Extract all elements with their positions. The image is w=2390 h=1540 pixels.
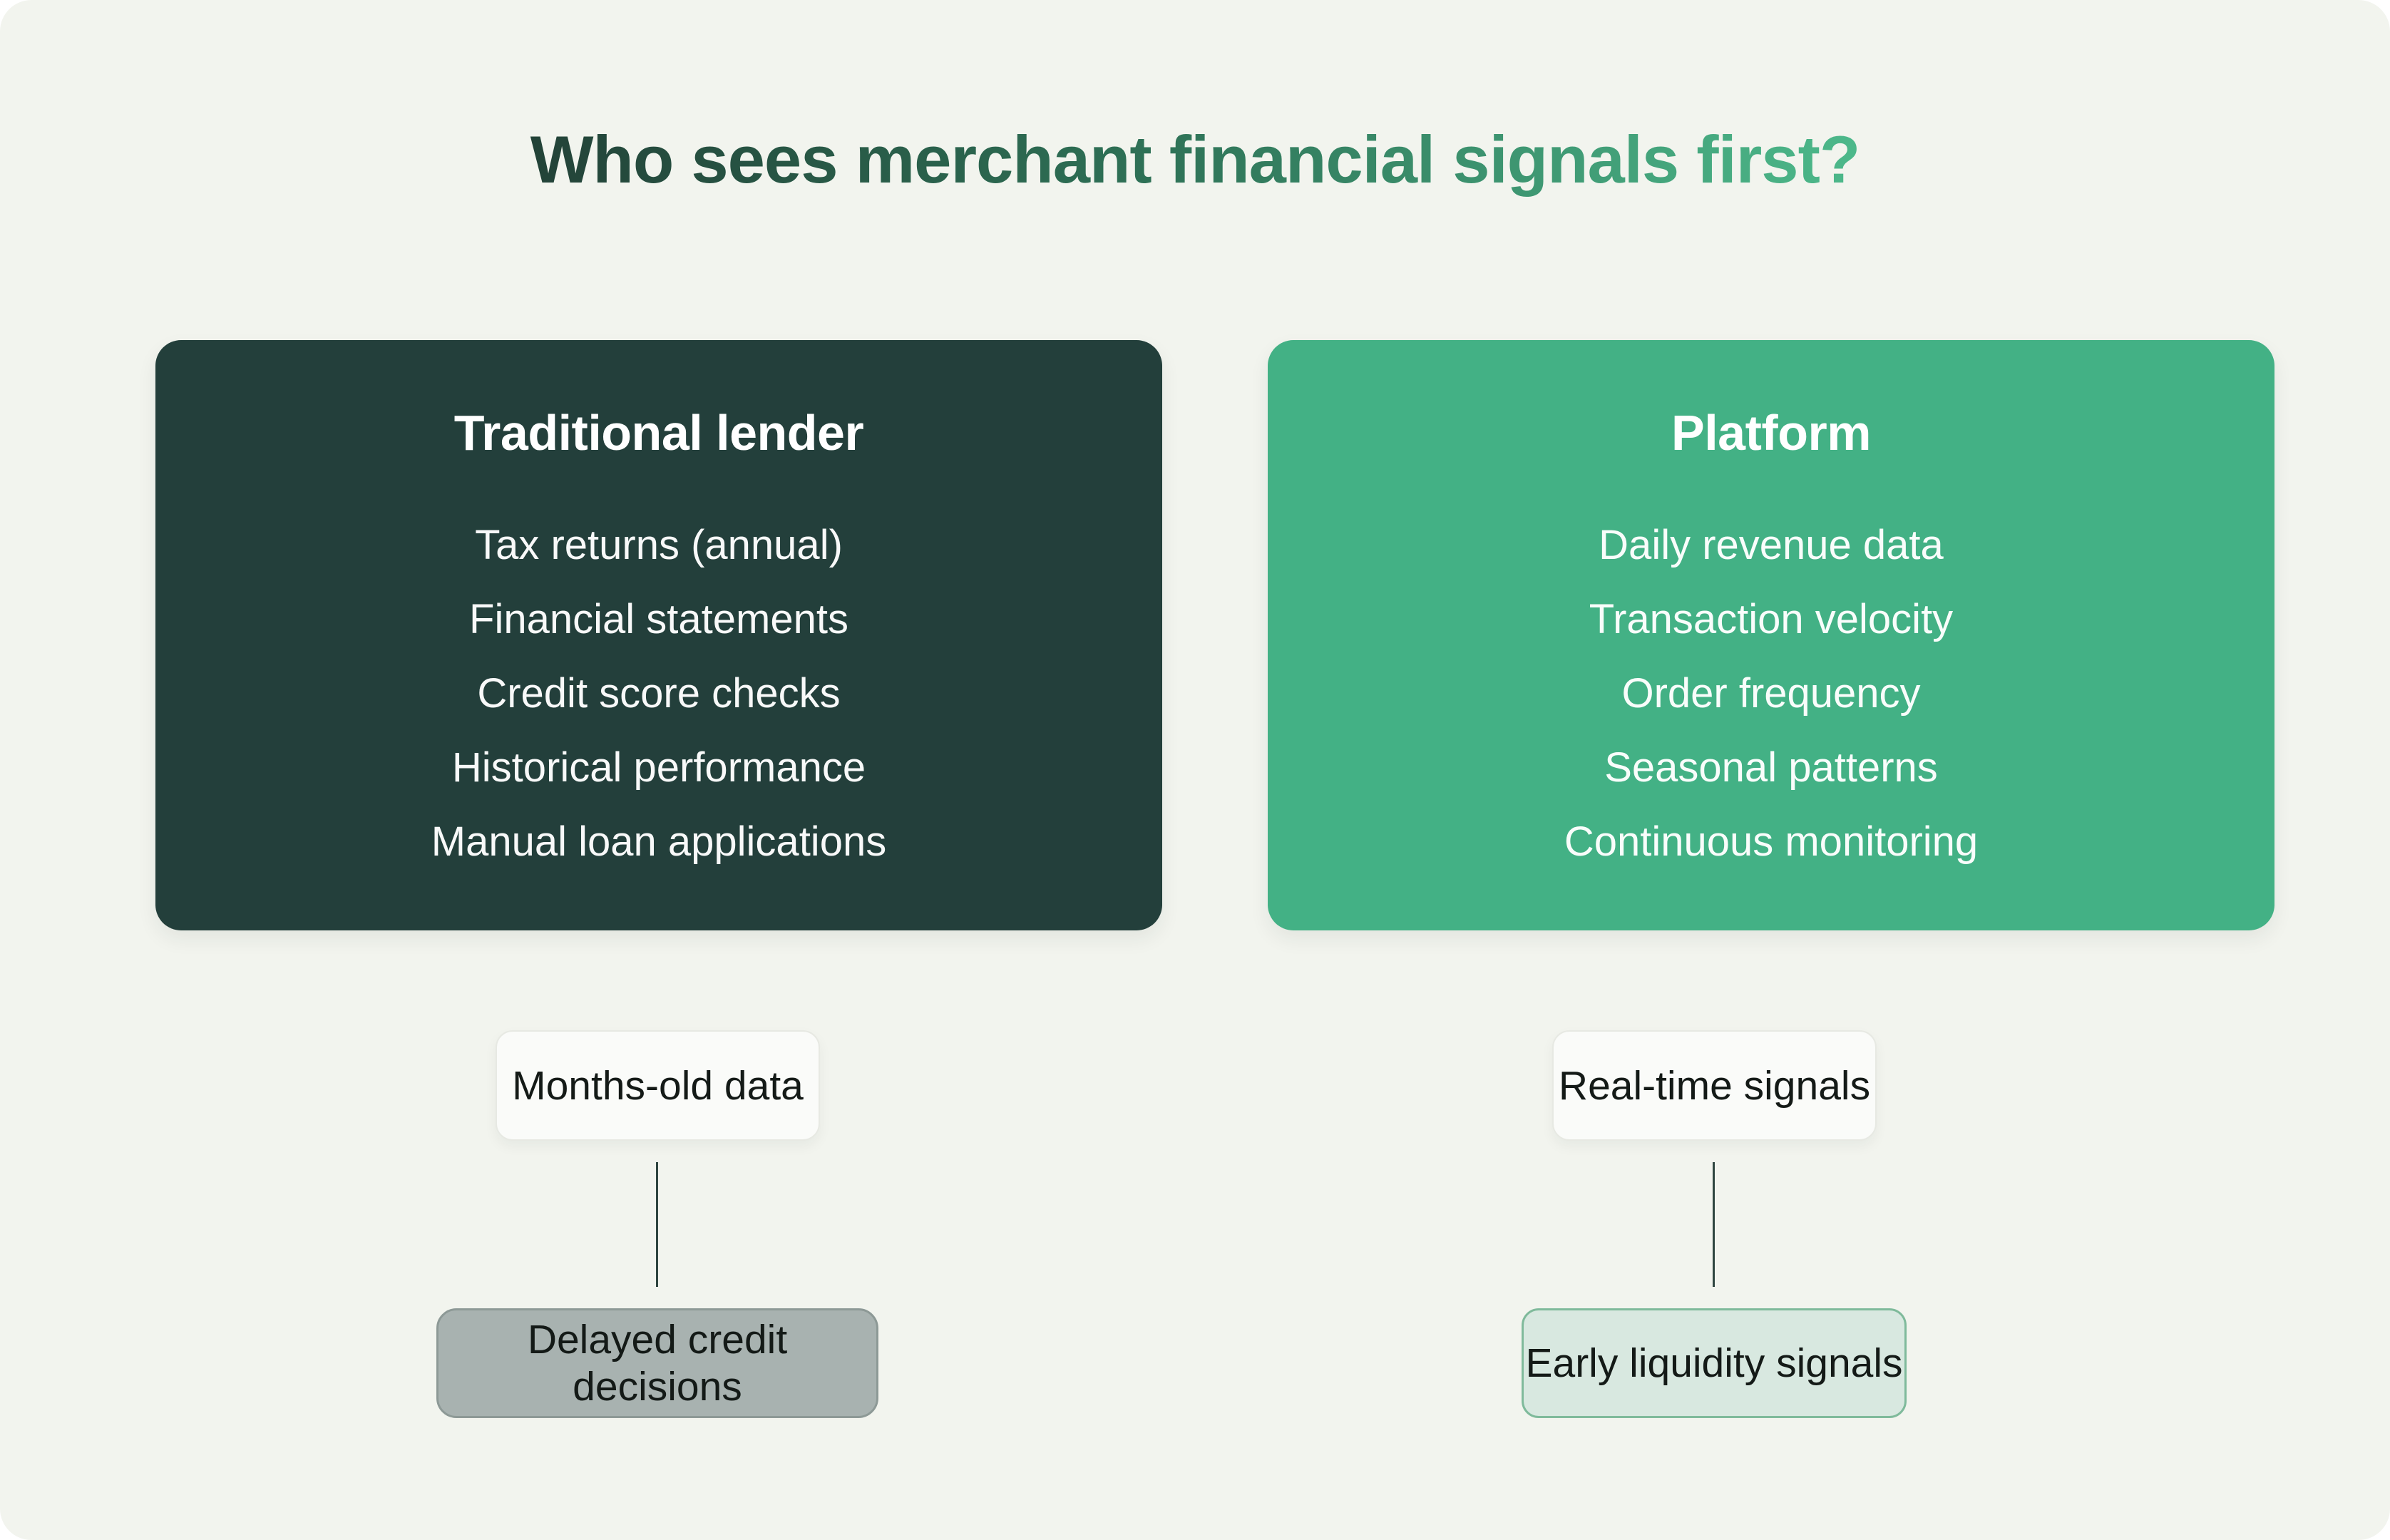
card-item: Continuous monitoring: [1564, 818, 1979, 865]
card-item: Historical performance: [451, 744, 866, 791]
traditional-lender-heading: Traditional lender: [453, 405, 864, 461]
card-item: Financial statements: [469, 596, 848, 642]
card-item: Transaction velocity: [1589, 596, 1954, 642]
card-item: Daily revenue data: [1599, 522, 1944, 568]
connector-line-right: [1713, 1162, 1715, 1287]
card-item: Credit score checks: [477, 670, 841, 717]
connector-line-left: [656, 1162, 658, 1287]
traditional-lender-item-list: Tax returns (annual) Financial statement…: [155, 508, 1162, 879]
card-item: Order frequency: [1621, 670, 1921, 717]
card-item: Manual loan applications: [431, 818, 887, 865]
months-old-data-box: Months-old data: [496, 1030, 820, 1141]
traditional-lender-card: Traditional lender Tax returns (annual) …: [155, 340, 1162, 930]
platform-heading: Platform: [1671, 405, 1871, 461]
platform-item-list: Daily revenue data Transaction velocity …: [1268, 508, 2274, 879]
diagram-title: Who sees merchant financial signals firs…: [0, 121, 2390, 198]
platform-card: Platform Daily revenue data Transaction …: [1268, 340, 2274, 930]
real-time-signals-box: Real-time signals: [1552, 1030, 1877, 1141]
card-item: Seasonal patterns: [1604, 744, 1938, 791]
early-liquidity-signals-box: Early liquidity signals: [1522, 1308, 1907, 1418]
card-item: Tax returns (annual): [475, 522, 843, 568]
delayed-credit-decisions-box: Delayed credit decisions: [436, 1308, 878, 1418]
